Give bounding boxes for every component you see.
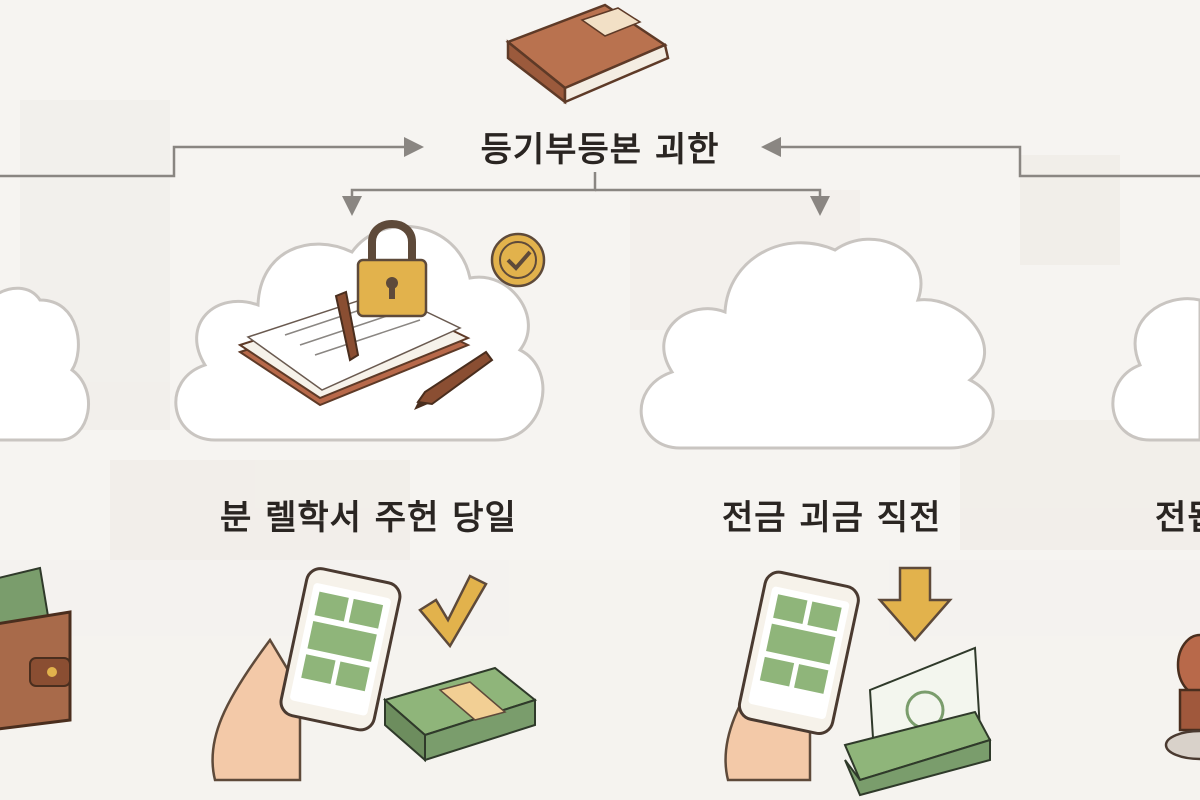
check-mark-icon — [418, 574, 488, 649]
phone-icon — [737, 570, 860, 735]
wallet-icon — [0, 566, 72, 731]
check-badge-icon — [490, 232, 546, 288]
diagram-title: 등기부등본 괴한 — [480, 130, 720, 170]
lock-icon — [356, 220, 428, 318]
book-icon — [505, 3, 670, 105]
pen-icon — [334, 290, 494, 410]
hand-icon — [211, 637, 302, 782]
phone-icon — [279, 567, 402, 732]
node-label-step-1: 분 렐학서 주헌 당일 — [220, 498, 517, 538]
node-label-right: 전됩 — [1155, 498, 1200, 538]
connectors — [0, 137, 1200, 216]
stamp-icon — [1164, 633, 1200, 761]
cash-stack-icon — [382, 666, 538, 763]
node-label-step-2: 전금 괴금 직전 — [722, 498, 942, 538]
cash-stack-icon — [843, 646, 992, 797]
down-arrow-icon — [877, 566, 953, 642]
background-room — [0, 100, 1200, 800]
cloud-step-2 — [639, 237, 995, 450]
cloud-right — [1111, 297, 1200, 442]
cloud-left — [0, 286, 90, 442]
